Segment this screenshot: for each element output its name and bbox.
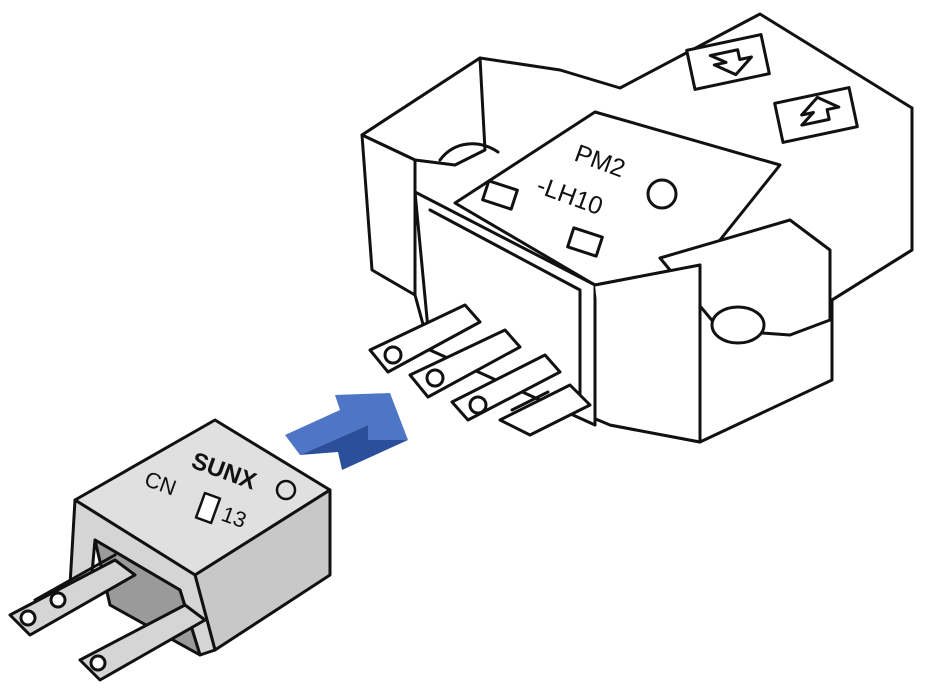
connector-part-box: [194, 491, 222, 525]
mounting-hole: [710, 305, 766, 345]
indicator-lamp: [646, 178, 678, 210]
indicator-square-2: [566, 226, 604, 258]
sunx-logo-mark: [275, 479, 297, 501]
sensor-front-face: [360, 133, 417, 297]
photo-micro-sensor: [360, 12, 914, 444]
indicator-square-1: [481, 179, 519, 211]
cable-connector: [8, 418, 332, 682]
connector-prong-right: [78, 603, 207, 682]
insert-arrow-icon: [285, 393, 408, 470]
sensor-terminals: [368, 303, 592, 437]
connector-prong-left: [8, 558, 137, 637]
